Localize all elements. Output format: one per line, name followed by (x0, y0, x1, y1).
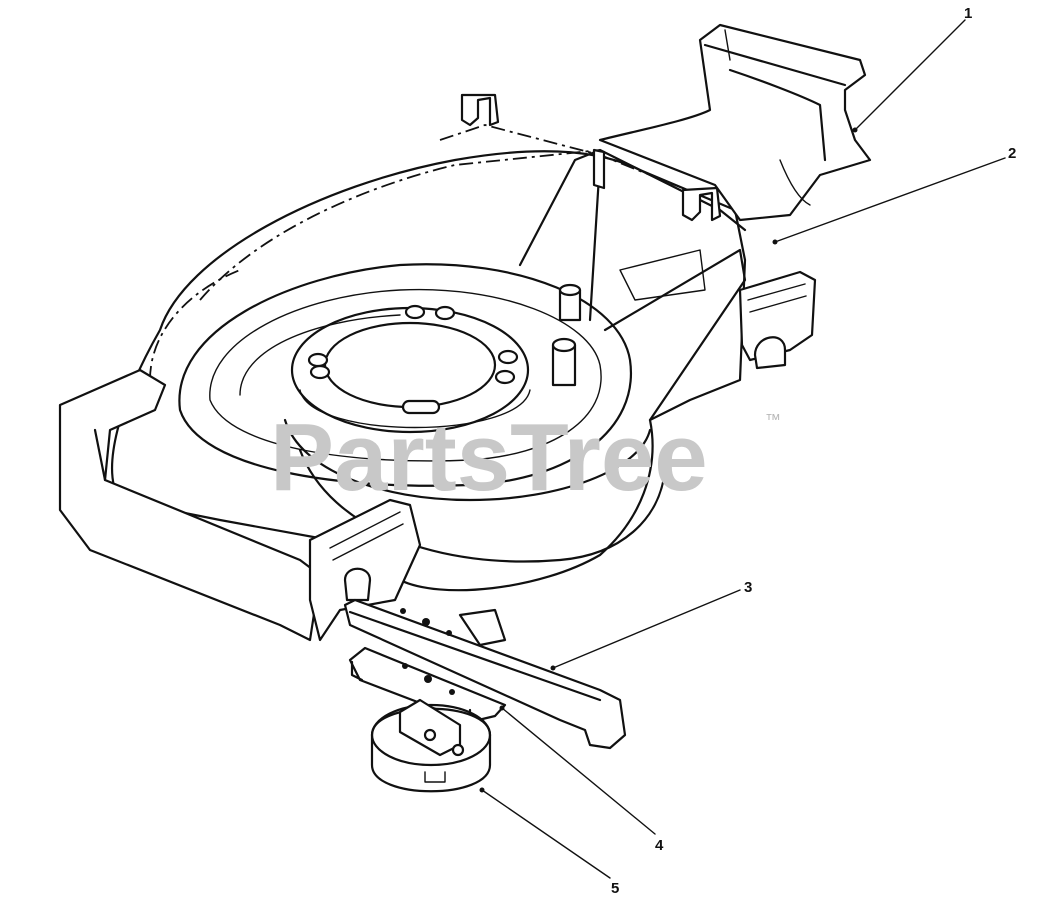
watermark-text: PartsTree (270, 404, 708, 511)
leader-lines (479, 19, 1006, 879)
callout-1: 1 (964, 5, 972, 22)
callouts: 1 2 3 4 5 (611, 5, 1016, 897)
leader-line-4 (501, 707, 656, 835)
callout-3: 3 (744, 579, 752, 596)
callout-2: 2 (1008, 145, 1016, 162)
blade-hub-cup (370, 698, 492, 793)
callout-5: 5 (611, 880, 619, 897)
blade (343, 598, 627, 750)
mount-bolts (307, 304, 519, 415)
leader-line-3 (552, 589, 741, 669)
leader-line-5 (481, 789, 611, 879)
leader-line-1 (854, 19, 966, 131)
grass-bag-chute (598, 23, 872, 222)
watermark: PartsTree ™ (270, 404, 781, 511)
mower-deck-housing (58, 93, 817, 642)
trademark-symbol: ™ (765, 412, 781, 429)
leader-line-2 (774, 157, 1006, 243)
callout-4: 4 (655, 837, 664, 854)
